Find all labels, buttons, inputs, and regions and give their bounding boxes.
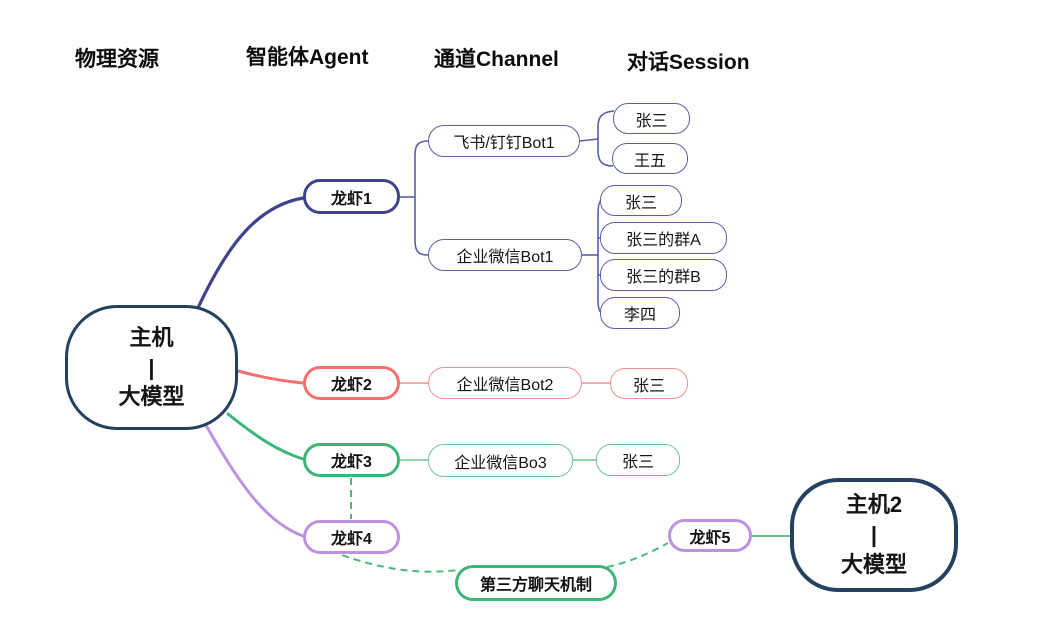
host1-model: 大模型	[118, 384, 185, 410]
edge-lobster4-thirdparty-dashed	[330, 550, 459, 573]
session-feishu-wangwu[interactable]: 王五	[612, 143, 688, 174]
edge-root-lobster1	[195, 196, 305, 312]
session-wecom3-zhangsan[interactable]: 张三	[596, 444, 680, 476]
node-host1[interactable]: 主机 | 大模型	[65, 305, 238, 430]
bracket-feishubot1-sessions	[597, 110, 615, 167]
session-wecom2-zhangsan[interactable]: 张三	[610, 368, 688, 399]
node-lobster3[interactable]: 龙虾3	[303, 443, 400, 477]
header-channel: 通道Channel	[434, 48, 559, 71]
node-feishu-dingtalk-bot1[interactable]: 飞书/钉钉Bot1	[428, 125, 580, 157]
session-wecom1-group-b[interactable]: 张三的群B	[600, 259, 727, 291]
host2-model: 大模型	[840, 551, 907, 577]
session-wecom1-lisi[interactable]: 李四	[600, 297, 680, 329]
host2-separator: |	[870, 522, 878, 548]
node-lobster2[interactable]: 龙虾2	[303, 366, 400, 400]
host2-title: 主机2	[845, 492, 903, 518]
host1-title: 主机	[129, 324, 174, 350]
edge-root-lobster2	[236, 369, 305, 385]
node-wecom-bo3[interactable]: 企业微信Bo3	[428, 444, 573, 477]
node-lobster5[interactable]: 龙虾5	[668, 519, 752, 552]
node-wecom-bot1[interactable]: 企业微信Bot1	[428, 239, 582, 271]
bracket-lobster1-bots	[414, 140, 429, 256]
header-session: 对话Session	[627, 51, 750, 74]
bracket-wecombot1-sessions	[597, 199, 603, 314]
edge-root-lobster4	[205, 425, 305, 538]
node-lobster4[interactable]: 龙虾4	[303, 520, 400, 554]
node-third-party-chat[interactable]: 第三方聊天机制	[455, 565, 617, 601]
node-host2[interactable]: 主机2 | 大模型	[790, 478, 958, 592]
edge-feishubot1-stub	[579, 138, 599, 142]
session-wecom1-zhangsan[interactable]: 张三	[600, 185, 682, 216]
session-feishu-zhangsan[interactable]: 张三	[613, 103, 690, 134]
node-lobster1[interactable]: 龙虾1	[303, 179, 400, 214]
header-agent: 智能体Agent	[246, 46, 369, 69]
node-wecom-bot2[interactable]: 企业微信Bot2	[428, 367, 582, 399]
header-physical-resource: 物理资源	[75, 48, 159, 71]
session-wecom1-group-a[interactable]: 张三的群A	[600, 222, 727, 254]
edge-thirdparty-lobster5-dashed	[606, 542, 669, 568]
host1-separator: |	[148, 354, 155, 380]
edge-root-lobster3	[226, 412, 305, 461]
